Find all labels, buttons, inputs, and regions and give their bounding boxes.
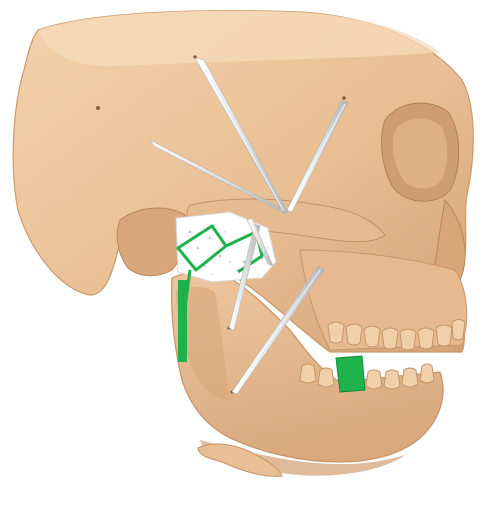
occlusal-splint (336, 356, 365, 392)
implant-strip (178, 280, 187, 362)
